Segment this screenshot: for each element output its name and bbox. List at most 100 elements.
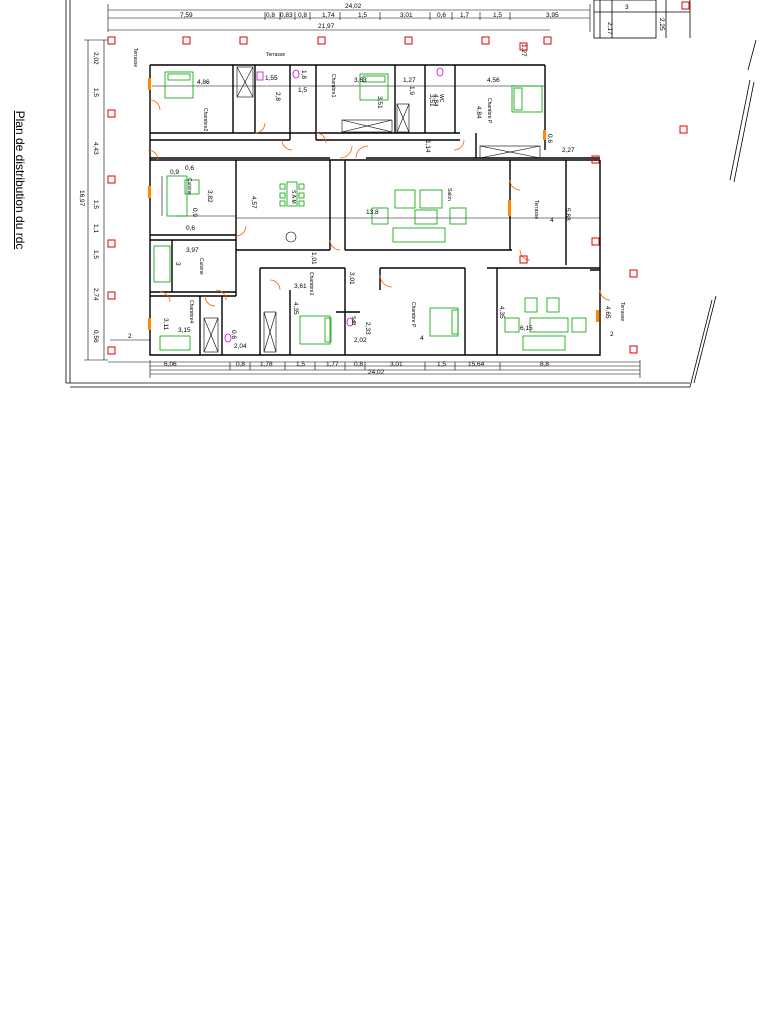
room-chambre1-bottom: Chambre1 [308, 272, 314, 296]
dim-bottom-seg-9: 15,64 [468, 361, 485, 368]
dim-top-seg-11: 3,95 [546, 12, 559, 19]
sofa-salon-1 [394, 189, 416, 209]
kitchen-counter [166, 175, 188, 217]
room-dim-4: 3,63 [354, 77, 367, 84]
top-right-structure [593, 0, 691, 39]
dim-top-seg-1: 7,59 [180, 12, 193, 19]
room-dim-39: 0,6 [546, 134, 553, 143]
room-dim-38: 1,9 [408, 86, 415, 95]
room-dim-18: 4,57 [250, 196, 257, 209]
dim-left-6: 1,1 [92, 224, 99, 233]
room-dim-43: 4,84 [432, 94, 439, 107]
room-dim-9: 4,84 [475, 106, 482, 119]
dim-left-7: 1,5 [92, 250, 99, 259]
room-dim-8: 3,51 [428, 94, 435, 107]
doors [147, 99, 611, 307]
dim-bottom-seg-6: 0,8 [354, 361, 363, 368]
dim-bottom-seg-8: 1,5 [437, 361, 446, 368]
room-dim-24: 1,01 [310, 252, 317, 265]
room-dim-7: 3,51 [376, 96, 383, 109]
dining-table [286, 181, 298, 207]
room-cuisine: Cuisine [186, 178, 192, 195]
dim-top-seg-4: 0,8 [298, 12, 307, 19]
room-dim-13: 0,9 [170, 169, 179, 176]
dim-left-1: 2,02 [92, 52, 99, 65]
room-chambre4: Chambre4 [188, 300, 194, 324]
room-dim-17: 0,6 [186, 225, 195, 232]
room-dim-25: 3,61 [294, 283, 307, 290]
dim-bottom-seg-4: 1,5 [296, 361, 305, 368]
dim-bottom-seg-1: 6,06 [164, 361, 177, 368]
furniture [153, 71, 587, 351]
room-dim-15: 3,82 [206, 190, 213, 203]
room-chambre1-top: Chambre1 [330, 74, 336, 98]
dim-top-seg-8: 0,6 [437, 12, 446, 19]
salon-right-sofa [522, 335, 566, 351]
dim-bottom-total: 24,02 [368, 369, 385, 376]
room-chambre2: Chambre2 [202, 108, 208, 132]
bottom-dimensions [149, 360, 641, 378]
dim-top-seg-6: 1,5 [358, 12, 367, 19]
dim-top-seg-10: 1,5 [493, 12, 502, 19]
left-dimensions [84, 39, 108, 361]
columns [107, 1, 690, 355]
sofa-salon-2 [392, 227, 446, 243]
room-dim-5: 1,27 [403, 77, 416, 84]
room-dim-12: 2,27 [562, 147, 575, 154]
outer-frame [65, 0, 757, 388]
room-dim-19: 13,8 [366, 209, 379, 216]
dim-bottom-seg-2: 0,8 [236, 361, 245, 368]
dim-left-3: 4,43 [92, 142, 99, 155]
room-dim-23: 3 [174, 262, 181, 266]
dim-bottom-seg-7: 3,01 [390, 361, 403, 368]
dim-top-seg-3: 0,83 [280, 12, 293, 19]
dim-left-5: 1,5 [92, 200, 99, 209]
bed-chambre1-top [359, 73, 389, 101]
stair-marker [285, 231, 297, 243]
room-dim-31: 4,35 [498, 306, 505, 319]
room-dim-29: 2,02 [354, 337, 367, 344]
dim-top-seg-9: 1,7 [460, 12, 469, 19]
room-wc: WC [438, 94, 444, 103]
dim-left-2: 1,5 [92, 88, 99, 97]
dim-left-4: 16,97 [78, 190, 85, 207]
room-dim-30: 4 [420, 335, 424, 342]
room-dim-40: 0,6 [230, 330, 237, 339]
bed-chambre2 [164, 71, 194, 99]
room-terrasse-left: Terrasse [132, 48, 138, 67]
floor-plan: 24,02 7,59 0,8 0,83 0,8 1,74 1,5 3,01 0,… [65, 0, 757, 388]
room-salon: Salon [446, 188, 452, 201]
dim-bottom-seg-3: 1,78 [260, 361, 273, 368]
room-terrasse-right: Terrasse [533, 200, 539, 219]
room-dim-34: 2 [610, 331, 614, 338]
room-dim-14: 0,6 [185, 165, 194, 172]
windows [148, 78, 599, 330]
room-sam: S.A.M [290, 190, 296, 204]
room-sdb: SdB [350, 316, 356, 326]
room-dim-35: 3,15 [178, 327, 191, 334]
room-dim-22: 3,97 [186, 247, 199, 254]
dim-top-right-3: 2,25 [658, 18, 665, 31]
room-dim-10: 1,14 [424, 140, 431, 153]
bed-chambre4 [159, 335, 191, 351]
dim-left-9: 0,56 [92, 330, 99, 343]
bed-chambre-p-bottom [429, 307, 459, 337]
room-dim-2: 1,55 [265, 75, 278, 82]
room-dim-42: 1,8 [300, 70, 307, 79]
dim-top-subtotal: 21,97 [318, 23, 335, 30]
bed-chambre1-bottom [299, 315, 331, 345]
dim-top-seg-2: 0,8 [266, 12, 275, 19]
room-dim-11: 1,27 [520, 44, 527, 57]
walls [149, 64, 601, 356]
dim-bottom-left: 2 [128, 333, 132, 340]
room-dim-37: 3,11 [162, 318, 169, 331]
room-dim-16: 0,9 [191, 208, 198, 217]
room-cuisine2: Cuisine [198, 258, 204, 275]
dim-top-seg-7: 3,01 [400, 12, 413, 19]
sanitary-fixtures [224, 67, 444, 343]
room-dim-21: 4 [550, 217, 554, 224]
room-dim-6: 4,56 [487, 77, 500, 84]
room-dim-26: 3,01 [348, 272, 355, 285]
room-dim-36: 2,04 [234, 343, 247, 350]
room-dim-33: 4,65 [604, 306, 611, 319]
